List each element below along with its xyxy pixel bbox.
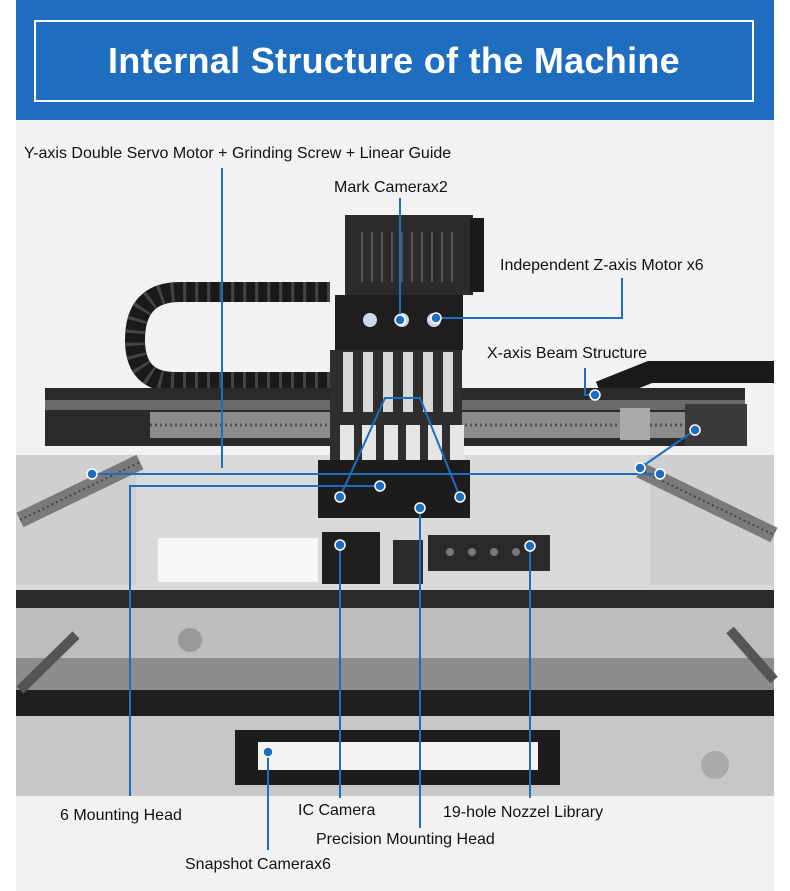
- label-ic-camera: IC Camera: [298, 802, 376, 819]
- label-z-axis: Independent Z-axis Motor x6: [500, 257, 704, 274]
- label-mark-camera: Mark Camerax2: [334, 179, 448, 196]
- label-y-axis: Y-axis Double Servo Motor + Grinding Scr…: [24, 145, 452, 162]
- label-mounting-head: 6 Mounting Head: [60, 807, 182, 824]
- title-frame: Internal Structure of the Machine: [34, 20, 754, 102]
- caption-background: [16, 796, 774, 891]
- page-title: Internal Structure of the Machine: [108, 40, 680, 81]
- label-x-axis: X-axis Beam Structure: [487, 345, 648, 362]
- label-precision-head: Precision Mounting Head: [316, 831, 495, 848]
- label-nozzle-library: 19-hole Nozzel Library: [443, 804, 604, 821]
- title-banner: Internal Structure of the Machine: [16, 0, 774, 120]
- label-snapshot-camera: Snapshot Camerax6: [185, 856, 331, 873]
